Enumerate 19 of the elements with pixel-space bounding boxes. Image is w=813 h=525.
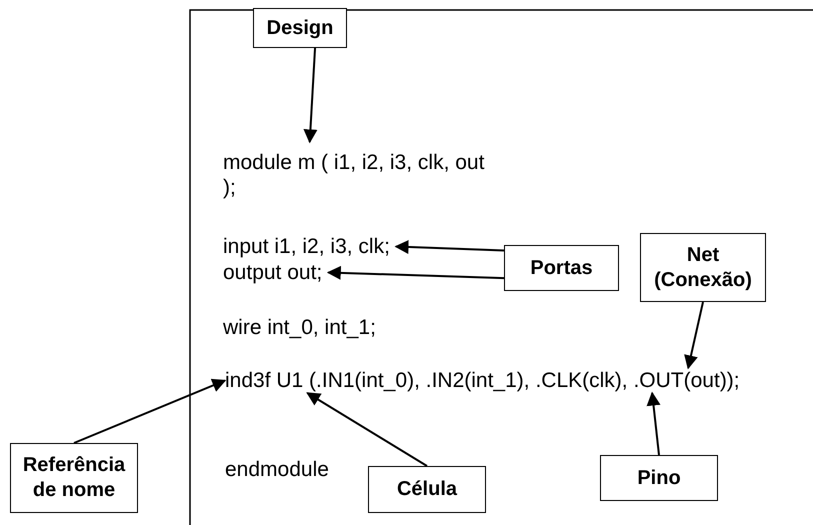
leader-arrow xyxy=(646,392,660,456)
leader-arrow xyxy=(684,302,704,370)
code-line: wire int_0, int_1; xyxy=(223,315,376,340)
annotation-box: Referência de nome xyxy=(10,443,138,513)
annotation-box: Design xyxy=(253,8,347,48)
code-line: input i1, i2, i3, clk; xyxy=(223,234,390,259)
annotation-box: Pino xyxy=(600,455,718,501)
leader-arrow xyxy=(74,378,226,444)
code-line: ind3f U1 (.IN1(int_0), .IN2(int_1), .CLK(clk), .OUT(out)); xyxy=(225,368,740,393)
code-line: output out; xyxy=(223,260,322,285)
code-line: endmodule xyxy=(225,457,329,482)
annotation-box: Net (Conexão) xyxy=(640,233,766,302)
annotation-box: Portas xyxy=(504,245,619,291)
leader-arrow xyxy=(303,48,318,144)
leader-arrow xyxy=(326,266,504,280)
leader-arrow xyxy=(394,240,504,254)
leader-arrow xyxy=(306,392,428,467)
annotation-box: Célula xyxy=(368,466,486,513)
code-line: module m ( i1, i2, i3, clk, out ); xyxy=(223,150,494,200)
